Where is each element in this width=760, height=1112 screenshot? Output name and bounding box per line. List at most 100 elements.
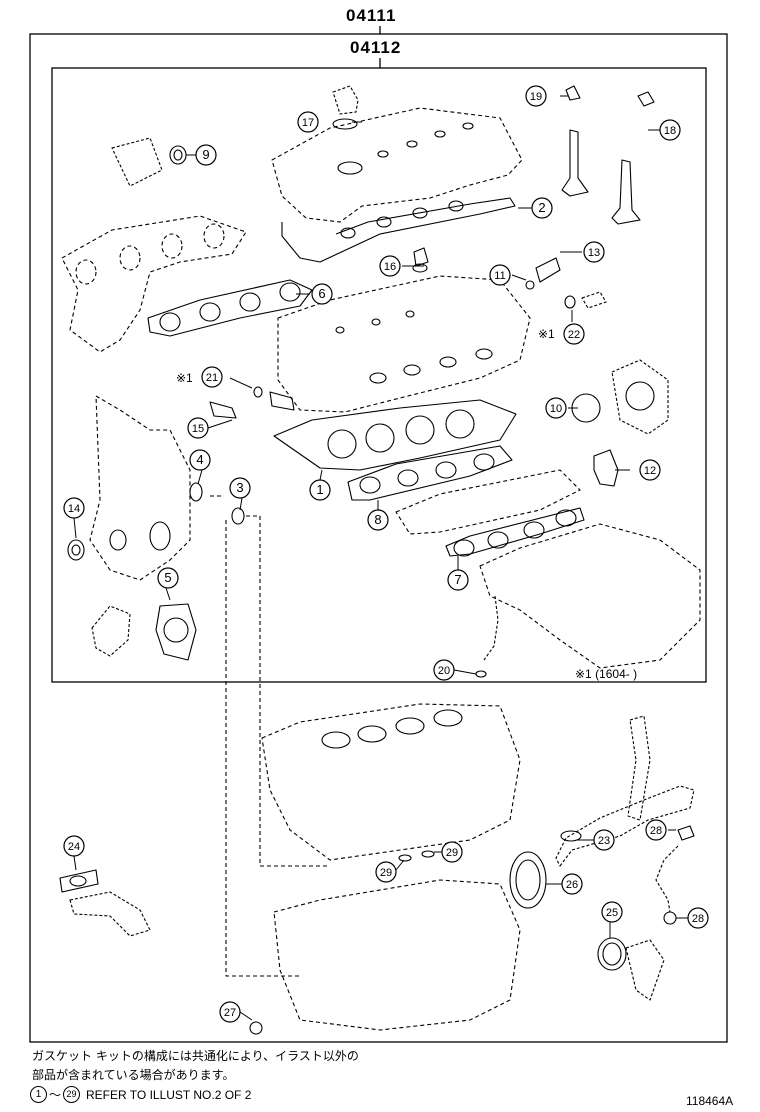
callout-29b: 29 (441, 841, 463, 863)
callout-circle (189, 449, 211, 471)
callout-27: 27 (219, 1001, 241, 1023)
callout-7: 7 (447, 569, 469, 591)
callout-number: 17 (302, 117, 314, 129)
callout-circle (545, 397, 567, 419)
callout-number: 2 (538, 200, 545, 215)
callout-19: 19 (525, 85, 547, 107)
callout-14: 14 (63, 497, 85, 519)
figure-id: 118464A (686, 1094, 734, 1108)
callout-circle (639, 459, 661, 481)
callout-number: 13 (588, 247, 600, 259)
note-jp-line2: 部品が含まれている場合があります。 (32, 1068, 235, 1082)
callout-26: 26 (561, 873, 583, 895)
callout-circle (433, 659, 455, 681)
callouts: 1234567891011121314151617181920212223242… (63, 85, 709, 1023)
callout-circle (367, 509, 389, 531)
exhaust-manifold (61, 215, 247, 353)
callout-circle (157, 567, 179, 589)
callout-circle (229, 477, 251, 499)
callout-circle (297, 111, 319, 133)
callout-circle (561, 873, 583, 895)
callout-circle (645, 819, 667, 841)
callout-circle (525, 85, 547, 107)
callout-20: 20 (433, 659, 455, 681)
callout-number: 21 (206, 372, 218, 384)
callout-number: 29 (446, 847, 458, 859)
callout-number: 10 (550, 403, 562, 415)
callout-4: 4 (189, 449, 211, 471)
callout-28b: 28 (687, 907, 709, 929)
callout-number: 26 (566, 879, 578, 891)
callout-2: 2 (531, 197, 553, 219)
callout-circle (687, 907, 709, 929)
callout-circle (63, 497, 85, 519)
callout-9: 9 (195, 144, 217, 166)
outer-kit-code: 04111 (346, 6, 397, 25)
callout-number: 18 (664, 125, 676, 137)
callout-12: 12 (639, 459, 661, 481)
callout-number: 11 (494, 270, 505, 282)
callout-number: 19 (530, 91, 542, 103)
inner-frame (51, 67, 707, 683)
callout-number: 28 (650, 825, 662, 837)
callout-number: 8 (374, 512, 381, 527)
callout-circle (187, 417, 209, 439)
callout-circle (593, 829, 615, 851)
refer-tilde: ～ (49, 1088, 62, 1102)
callout-6: 6 (311, 283, 333, 305)
callout-number: 25 (606, 907, 618, 919)
callout-23: 23 (593, 829, 615, 851)
callout-circle (309, 479, 331, 501)
ref-range-note: ※1 (1604- ) (575, 667, 637, 681)
callout-number: 23 (598, 835, 610, 847)
callout-circle (489, 264, 511, 286)
callout-circle (583, 241, 605, 263)
callout-number: 22 (568, 329, 580, 341)
callout-number: 24 (68, 841, 80, 853)
outer-frame (29, 33, 728, 1043)
callout-circle (563, 323, 585, 345)
callout-number: 29 (380, 867, 392, 879)
callout-number: 5 (164, 570, 171, 585)
callout-number: 4 (196, 452, 203, 467)
callout-circle (379, 255, 401, 277)
note-jp-line1: ガスケット キットの構成には共通化により、イラスト以外の (32, 1049, 359, 1063)
ref-mark-21: ※1 (176, 371, 193, 385)
callout-25: 25 (601, 901, 623, 923)
callout-number: 9 (202, 147, 209, 162)
callout-22: 22 (563, 323, 585, 345)
refer-note: 1 ～ 29 REFER TO ILLUST NO.2 OF 2 (30, 1086, 251, 1103)
callout-number: 6 (318, 286, 325, 301)
callout-number: 28 (692, 913, 704, 925)
callout-number: 27 (224, 1007, 236, 1019)
callout-number: 16 (384, 261, 396, 273)
callout-number: 20 (438, 665, 450, 677)
callout-number: 15 (192, 423, 204, 435)
callout-17: 17 (297, 111, 319, 133)
callout-circle (311, 283, 333, 305)
callout-5: 5 (157, 567, 179, 589)
ref-mark-22: ※1 (538, 327, 555, 341)
callout-16: 16 (379, 255, 401, 277)
inner-kit-code: 04112 (350, 38, 402, 57)
callout-circle (601, 901, 623, 923)
callout-15: 15 (187, 417, 209, 439)
callout-24: 24 (63, 835, 85, 857)
callout-11: 11 (489, 264, 511, 286)
refer-end-circle: 29 (63, 1086, 81, 1103)
cylinder-head-cover (271, 107, 523, 223)
callout-circle (195, 144, 217, 166)
callout-circle (375, 861, 397, 883)
callout-circle (201, 366, 223, 388)
callout-number: 3 (236, 480, 243, 495)
callout-10: 10 (545, 397, 567, 419)
callout-21: 21 (201, 366, 223, 388)
callout-circle (63, 835, 85, 857)
callout-13: 13 (583, 241, 605, 263)
callout-3: 3 (229, 477, 251, 499)
refer-start-circle: 1 (30, 1086, 47, 1103)
callout-8: 8 (367, 509, 389, 531)
callout-number: 7 (454, 572, 461, 587)
